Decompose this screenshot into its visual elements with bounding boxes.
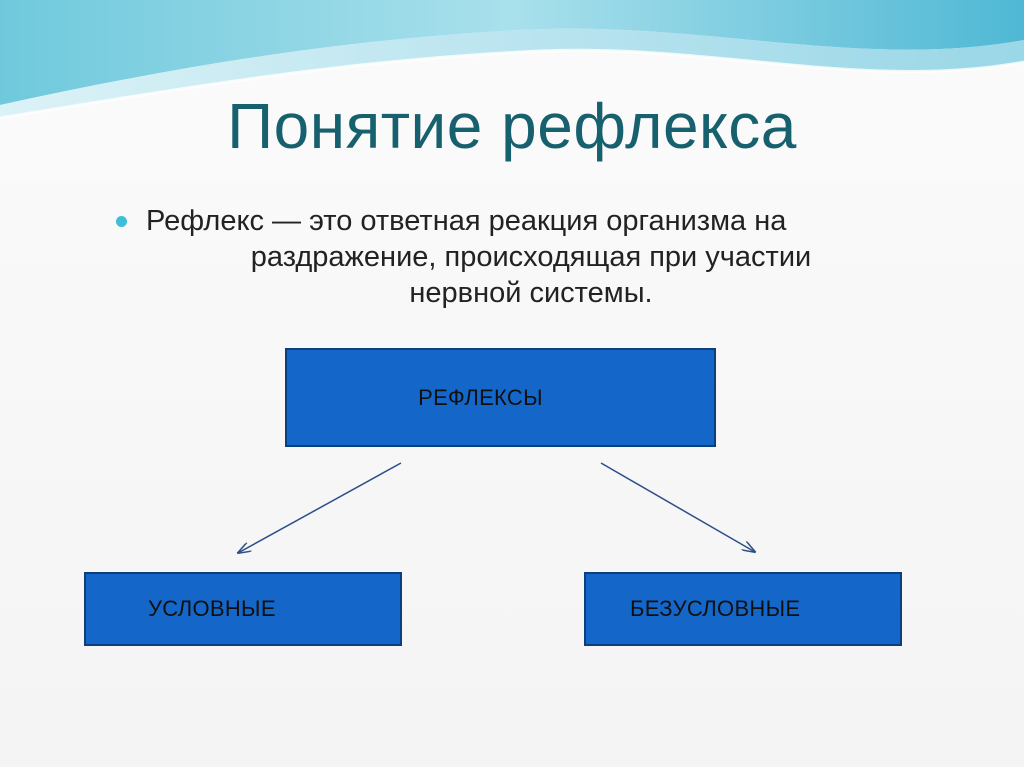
arrow-to-unconditioned bbox=[600, 462, 755, 552]
decorative-wave-header bbox=[0, 0, 1024, 120]
node-conditioned-label: УСЛОВНЫЕ bbox=[148, 596, 276, 621]
definition-line-2: раздражение, происходящая при участии bbox=[250, 241, 812, 273]
arrow-to-conditioned bbox=[238, 462, 402, 553]
node-unconditioned-label: БЕЗУСЛОВНЫЕ bbox=[630, 596, 801, 621]
bullet-dot-icon bbox=[116, 216, 127, 227]
definition-line-1: Рефлекс — это ответная реакция организма… bbox=[146, 205, 787, 237]
node-reflexes-label: РЕФЛЕКСЫ bbox=[418, 384, 543, 410]
definition-line-3: нервной системы. bbox=[409, 277, 653, 309]
node-reflexes: РЕФЛЕКСЫ bbox=[285, 348, 716, 447]
slide-title: Понятие рефлекса bbox=[227, 90, 797, 162]
node-conditioned: УСЛОВНЫЕ bbox=[84, 572, 402, 646]
definition-text: Рефлекс — это ответная реакция организма… bbox=[146, 203, 916, 311]
node-unconditioned: БЕЗУСЛОВНЫЕ bbox=[584, 572, 902, 646]
